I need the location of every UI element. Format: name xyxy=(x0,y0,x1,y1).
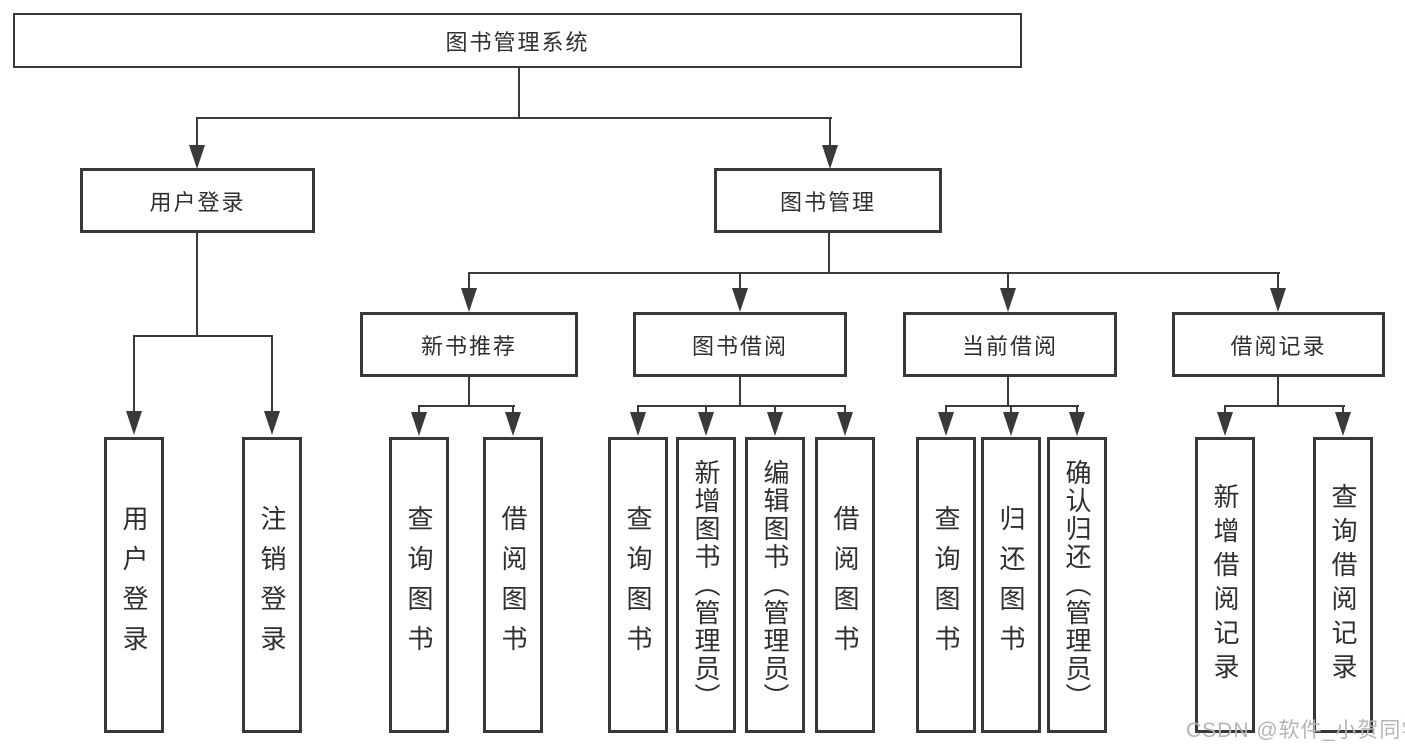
connector-vline xyxy=(196,119,198,149)
arrowhead-down-icon xyxy=(505,412,521,436)
connector-hline xyxy=(133,335,273,337)
connector-hline xyxy=(418,405,515,407)
connector-vline xyxy=(739,377,741,407)
arrowhead-down-icon xyxy=(732,288,748,312)
leaf-edit-books-admin: 编辑图书（管理员） xyxy=(745,437,805,733)
arrowhead-down-icon xyxy=(1003,412,1019,436)
csdn-watermark: CSDN @软件_小贺同学 xyxy=(1186,719,1405,742)
connector-vline xyxy=(518,68,520,118)
connector-vline xyxy=(705,407,707,415)
leaf-query-books-borrowing: 查询图书 xyxy=(608,437,668,733)
connector-hline xyxy=(468,272,1280,274)
leaf-logout: 注销登录 xyxy=(242,437,302,733)
connector-vline xyxy=(1342,407,1344,415)
arrowhead-down-icon xyxy=(698,412,714,436)
leaf-query-borrow-record: 查询借阅记录 xyxy=(1313,437,1373,733)
connector-vline xyxy=(1007,274,1009,290)
leaf-add-borrow-record: 新增借阅记录 xyxy=(1195,437,1255,733)
connector-hline xyxy=(1224,405,1345,407)
leaf-add-books-admin: 新增图书（管理员） xyxy=(676,437,736,733)
leaf-confirm-return-admin: 确认归还（管理员） xyxy=(1047,437,1107,733)
connector-vline xyxy=(1007,377,1009,407)
connector-vline xyxy=(844,407,846,415)
arrowhead-down-icon xyxy=(461,288,477,312)
connector-vline xyxy=(468,377,470,407)
connector-vline xyxy=(739,274,741,290)
leaf-query-books-recommend: 查询图书 xyxy=(389,437,449,733)
leaf-borrow-books-recommend: 借阅图书 xyxy=(483,437,543,733)
leaf-query-books-current: 查询图书 xyxy=(916,437,976,733)
connector-vline xyxy=(945,407,947,415)
node-user-login: 用户登录 xyxy=(80,168,315,233)
arrowhead-down-icon xyxy=(1335,412,1351,436)
node-book-management: 图书管理 xyxy=(714,168,942,233)
connector-vline xyxy=(196,233,198,337)
connector-vline xyxy=(829,119,831,149)
node-library-management-system: 图书管理系统 xyxy=(13,13,1022,68)
arrowhead-down-icon xyxy=(1000,288,1016,312)
connector-vline xyxy=(1010,407,1012,415)
arrowhead-down-icon xyxy=(837,412,853,436)
arrowhead-down-icon xyxy=(1217,412,1233,436)
connector-hline xyxy=(196,117,832,119)
arrowhead-down-icon xyxy=(767,412,783,436)
connector-vline xyxy=(1277,377,1279,407)
arrowhead-down-icon xyxy=(264,411,280,435)
connector-hline xyxy=(637,405,846,407)
connector-vline xyxy=(1277,274,1279,290)
arrowhead-down-icon xyxy=(126,411,142,435)
connector-vline xyxy=(133,337,135,413)
connector-vline xyxy=(774,407,776,415)
connector-hline xyxy=(945,405,1079,407)
connector-vline xyxy=(1224,407,1226,415)
arrowhead-down-icon xyxy=(1270,288,1286,312)
node-borrowing-records: 借阅记录 xyxy=(1172,312,1385,377)
node-new-book-recommendation: 新书推荐 xyxy=(360,312,578,377)
arrowhead-down-icon xyxy=(938,412,954,436)
node-current-borrowing: 当前借阅 xyxy=(903,312,1117,377)
arrowhead-down-icon xyxy=(189,145,205,169)
connector-vline xyxy=(271,337,273,413)
connector-vline xyxy=(468,274,470,290)
connector-vline xyxy=(418,407,420,415)
node-book-borrowing: 图书借阅 xyxy=(633,312,847,377)
connector-vline xyxy=(637,407,639,415)
arrowhead-down-icon xyxy=(630,412,646,436)
arrowhead-down-icon xyxy=(1069,412,1085,436)
connector-vline xyxy=(512,407,514,415)
leaf-borrow-books: 借阅图书 xyxy=(815,437,875,733)
arrowhead-down-icon xyxy=(411,412,427,436)
leaf-return-books: 归还图书 xyxy=(981,437,1041,733)
connector-vline xyxy=(1076,407,1078,415)
connector-vline xyxy=(828,233,830,274)
leaf-user-login: 用户登录 xyxy=(104,437,164,733)
arrowhead-down-icon xyxy=(822,145,838,169)
